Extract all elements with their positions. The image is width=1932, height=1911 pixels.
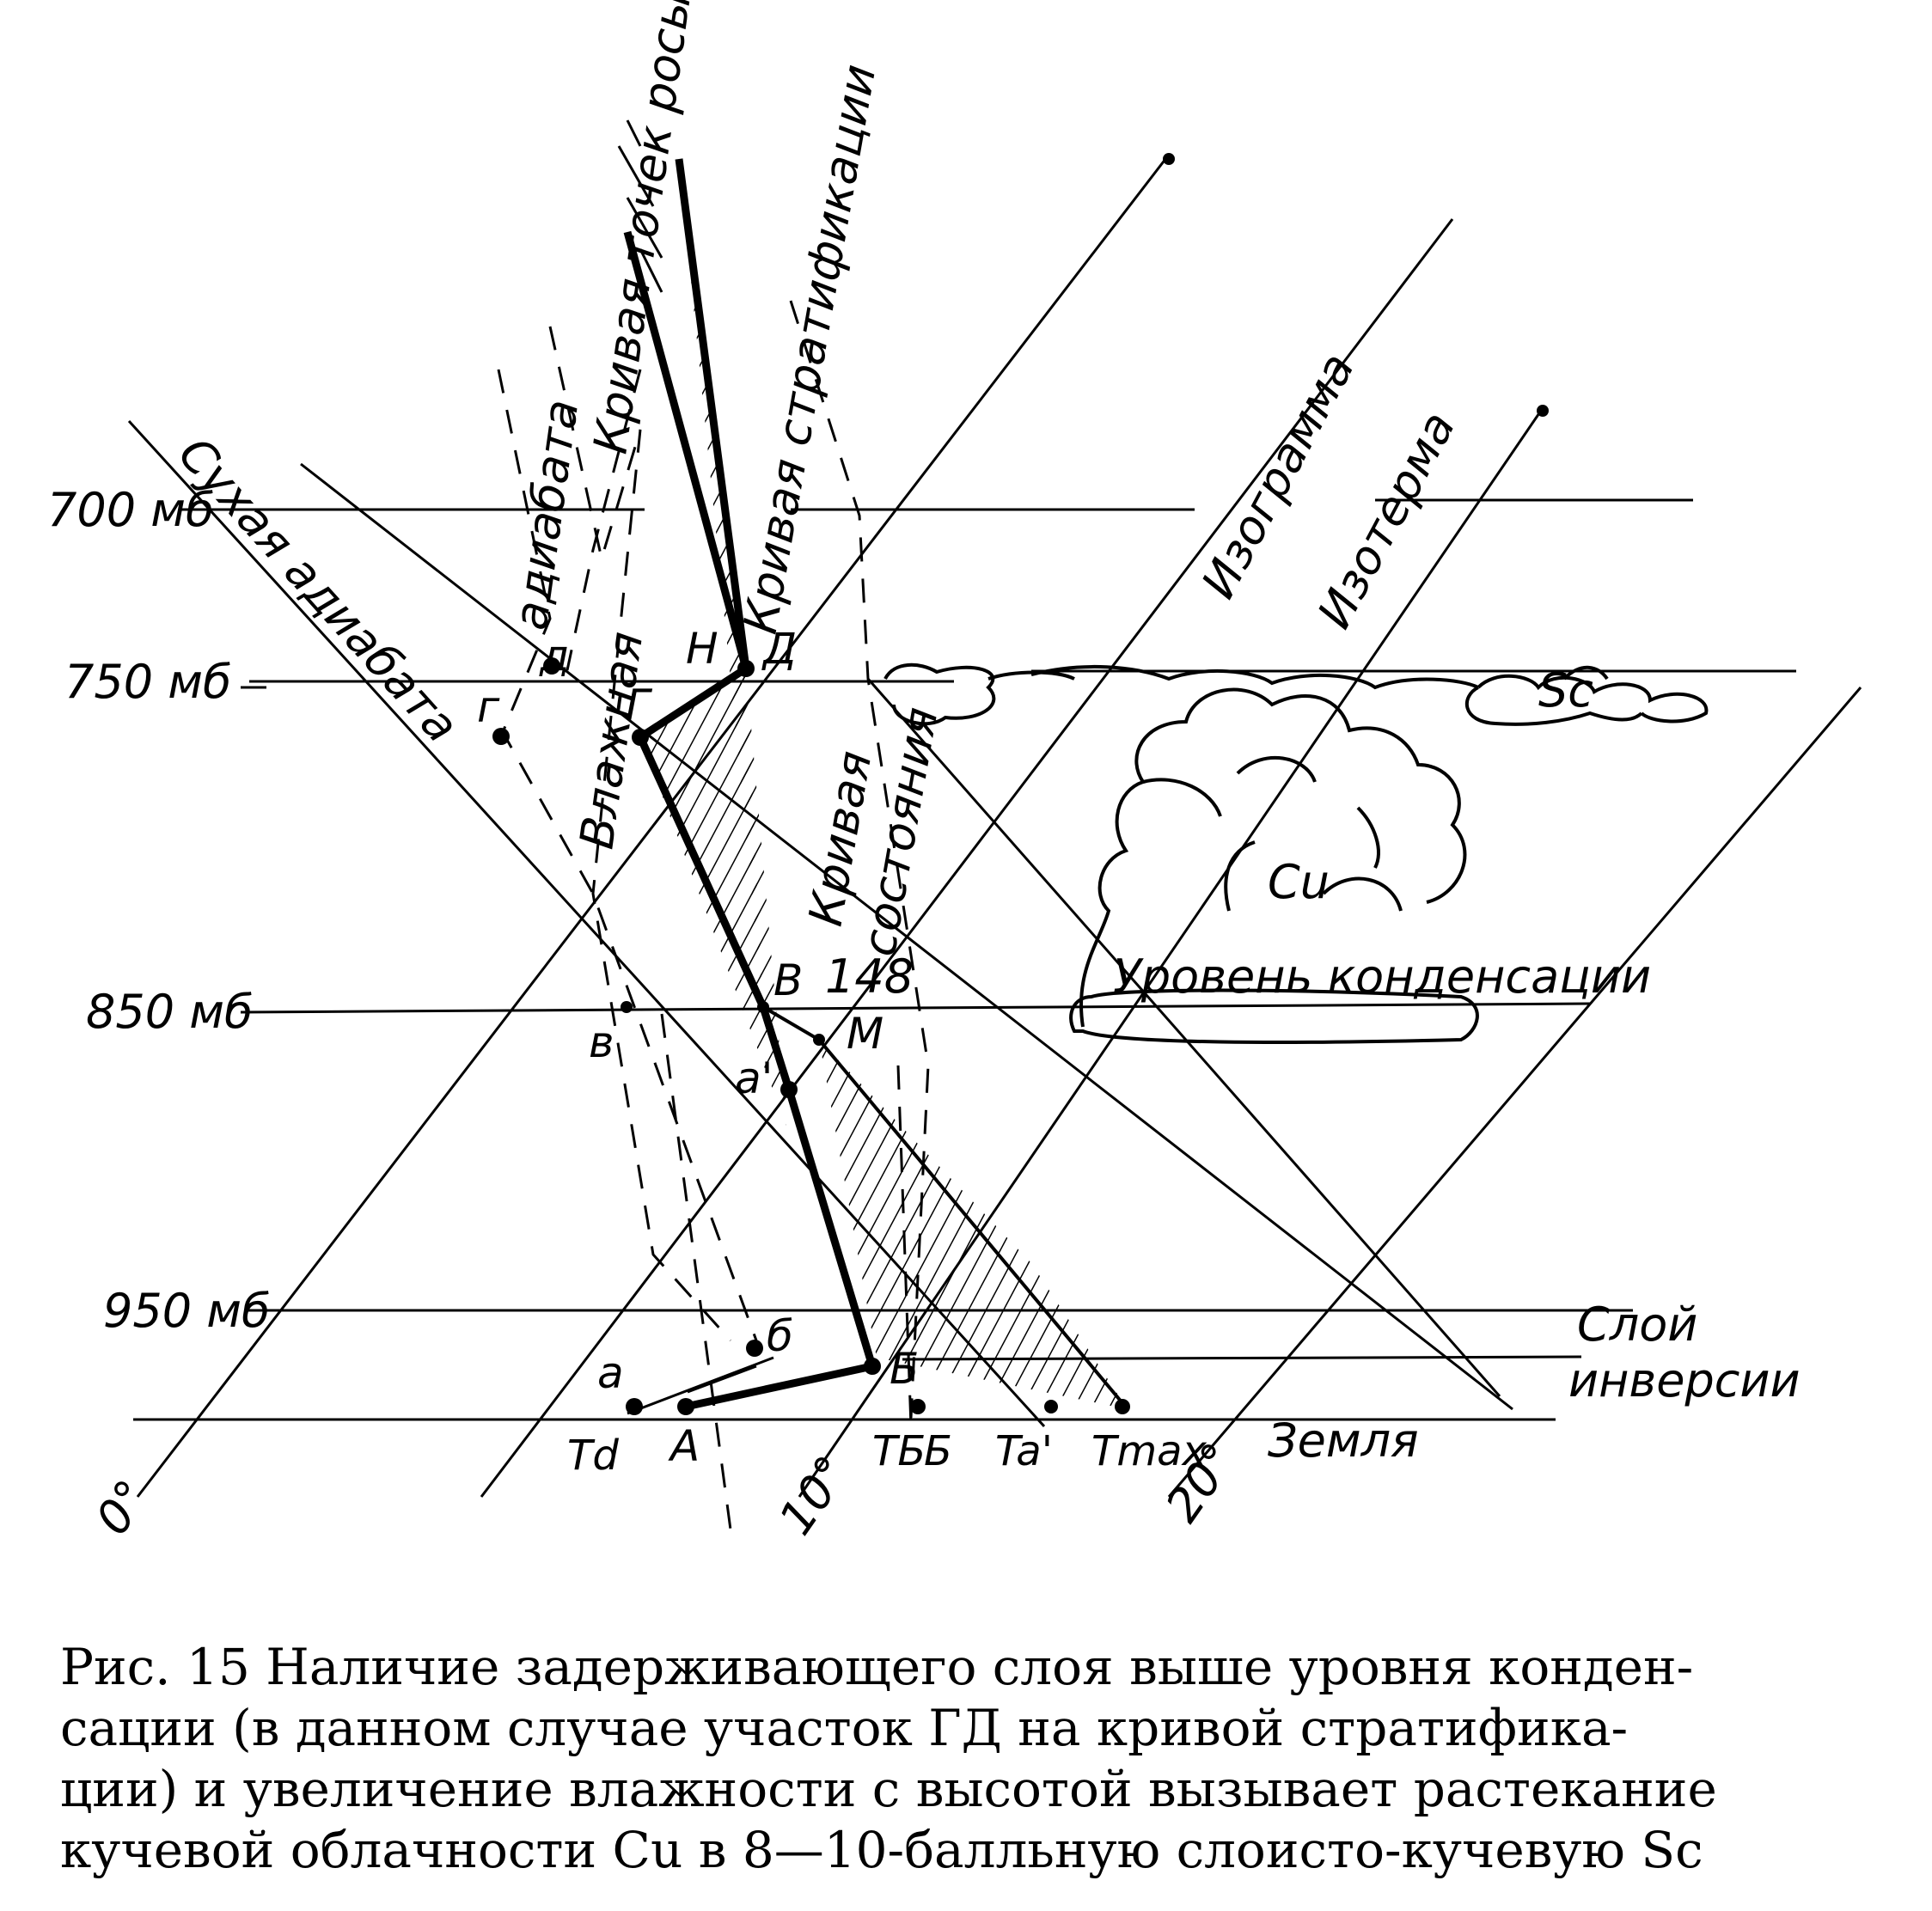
point-label: Н <box>686 624 718 674</box>
aerological-diagram: 700 мб 750 мб 850 мб 950 мб 0° 10° 20° С… <box>47 0 1862 1545</box>
ground-label: Земля <box>1268 1413 1419 1468</box>
inversion-label: Слой <box>1577 1297 1697 1352</box>
dew-point-hatch <box>617 119 663 293</box>
point-label: В <box>773 956 803 1005</box>
point-label: Д <box>761 624 797 674</box>
pressure-label: 750 мб <box>64 655 231 709</box>
pressure-label: 950 мб <box>103 1284 270 1338</box>
inversion-label: инверсии <box>1568 1353 1801 1407</box>
point-label: д <box>539 631 570 681</box>
cloud-sc-label: Sc <box>1538 663 1593 717</box>
point-label: в <box>589 1017 614 1067</box>
temperature-labels: 0° 10° 20° <box>85 1433 1247 1545</box>
point-label: М <box>847 1009 883 1059</box>
number-label: 148 <box>825 949 914 1004</box>
caption-line: Рис. 15 Наличие задерживающего слоя выше… <box>60 1638 1694 1696</box>
dew-point-curve-label: Кривая точек росы <box>583 0 701 457</box>
pressure-label: 700 мб <box>47 483 214 537</box>
curve-labels: Сухая адиабата Влажная адиабата Кривая т… <box>168 0 1465 960</box>
line-arrow-icon <box>1163 153 1549 417</box>
point-label: А <box>668 1421 700 1471</box>
axis-marks: Td TБ Б Ta' Tmax <box>567 1427 1207 1480</box>
axis-mark-label: Б <box>924 1427 952 1475</box>
axis-mark-label: Tmax <box>1091 1427 1207 1475</box>
pressure-label: 850 мб <box>86 985 253 1039</box>
point-label: Г <box>626 681 653 730</box>
ground-marker-lines <box>627 1356 774 1415</box>
axis-mark-label: Td <box>567 1432 619 1480</box>
pressure-labels: 700 мб 750 мб 850 мб 950 мб <box>47 483 270 1338</box>
point-label: Б <box>890 1344 919 1394</box>
point-labels: Н Д Г В М а' Б А д г в б а <box>477 624 919 1471</box>
caption-line: кучевой облачности Cu в 8—10-балльную сл… <box>60 1821 1703 1879</box>
condensation-level-label: Уровень конденсации <box>1113 949 1651 1004</box>
point-label: г <box>477 682 500 732</box>
cumulus-cloud <box>883 662 1709 1044</box>
caption-line: ции) и увеличение влажности с высотой вы… <box>60 1760 1717 1818</box>
isotherm-label: Изотерма <box>1307 403 1466 637</box>
point-label: а <box>597 1348 624 1398</box>
figure-caption: Рис. 15 Наличие задерживающего слоя выше… <box>60 1637 1891 1881</box>
curve-points <box>492 657 1130 1415</box>
caption-line: сации (в данном случае участок ГД на кри… <box>60 1699 1629 1757</box>
axis-mark-label: TБ <box>872 1427 926 1475</box>
cloud-cu-label: Cu <box>1268 855 1330 909</box>
annotations: Уровень конденсации Слой инверсии Земля … <box>825 663 1801 1468</box>
temperature-label: 10° <box>768 1446 860 1545</box>
moist-adiabat-label: адиабата <box>503 396 589 633</box>
axis-mark-label: Ta' <box>995 1427 1053 1475</box>
point-label: б <box>767 1311 793 1361</box>
point-label: а' <box>735 1053 773 1103</box>
